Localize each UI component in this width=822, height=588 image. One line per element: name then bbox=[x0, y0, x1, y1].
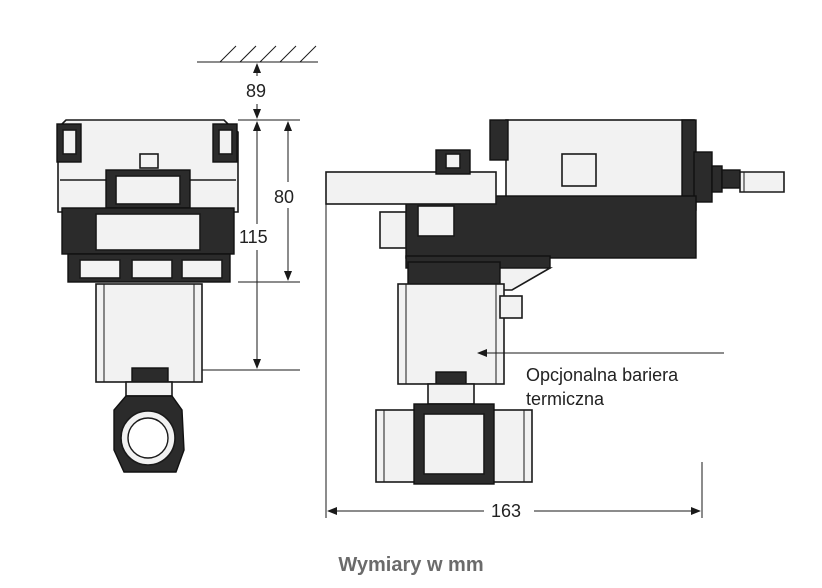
dim-total-width-label: 163 bbox=[491, 501, 521, 521]
dim-clearance-label: 89 bbox=[246, 81, 266, 101]
caption: Wymiary w mm bbox=[338, 554, 484, 576]
side-view bbox=[325, 119, 785, 485]
thermal-barrier-note-line2: termiczna bbox=[526, 389, 605, 409]
front-view bbox=[56, 119, 239, 473]
ceiling-hatch bbox=[197, 45, 318, 63]
dim-total-height-label: 115 bbox=[239, 227, 268, 247]
thermal-barrier-note-line1: Opcjonalna bariera bbox=[526, 365, 679, 385]
dimension-lines bbox=[202, 63, 724, 518]
dim-actuator-height-label: 80 bbox=[274, 187, 294, 207]
